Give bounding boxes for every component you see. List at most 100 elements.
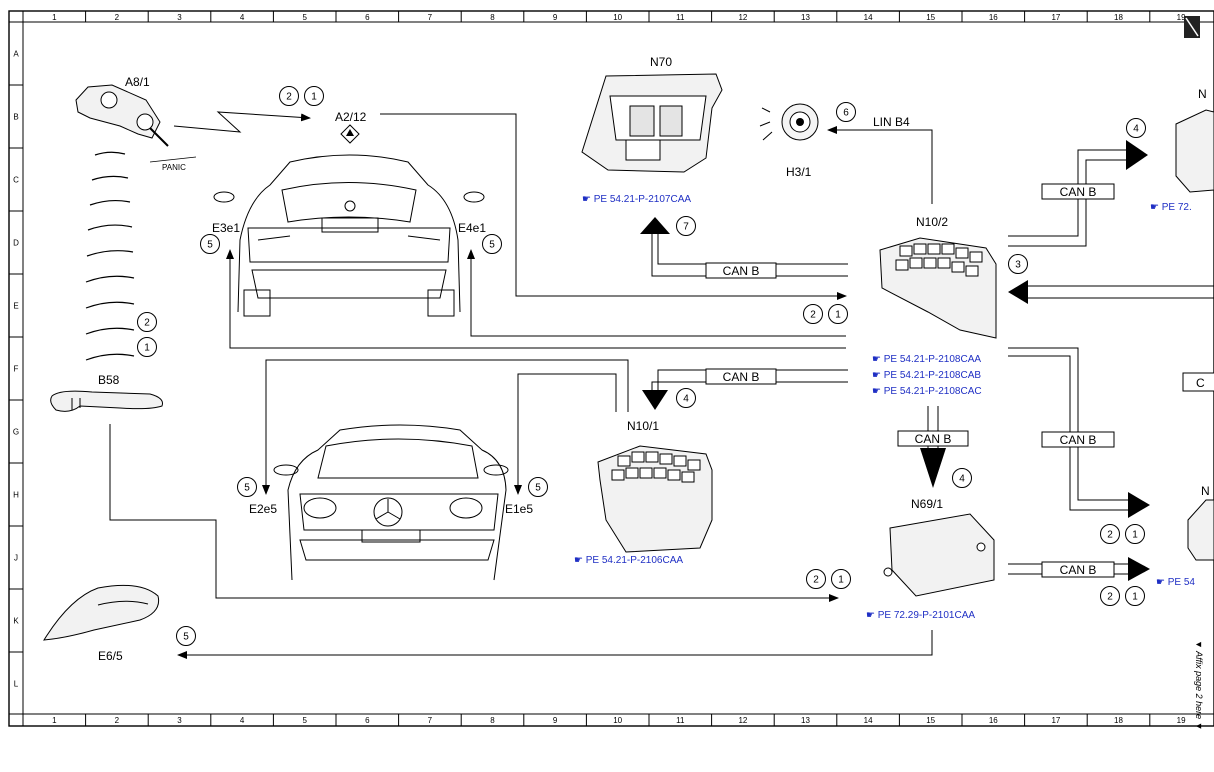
column-label: 17 xyxy=(1051,716,1060,725)
svg-text:2: 2 xyxy=(286,92,292,103)
affix-note: ▼ Affix page 2 here ▼ xyxy=(1194,640,1204,731)
svg-text:3: 3 xyxy=(1015,260,1021,271)
row-label: C xyxy=(13,176,19,185)
ref-n10-2-c: ☛ PE 54.21-P-2108CAC xyxy=(872,386,982,397)
callout-4: 4 xyxy=(676,388,696,408)
drawing-frame xyxy=(8,10,1214,727)
label-a2-12: A2/12 xyxy=(335,110,367,124)
row-label: E xyxy=(13,302,18,311)
callout-2: 2 xyxy=(137,312,157,332)
callout-1: 1 xyxy=(828,304,848,324)
svg-text:4: 4 xyxy=(683,394,689,405)
column-label: 3 xyxy=(177,716,182,725)
ref-right-top: ☛ PE 72. xyxy=(1150,202,1192,213)
svg-text:7: 7 xyxy=(683,222,689,233)
vehicle-front-view xyxy=(273,424,509,581)
svg-text:4: 4 xyxy=(1133,124,1139,135)
callout-5: 5 xyxy=(176,626,196,646)
column-label: 6 xyxy=(365,716,370,725)
label-partial-mid: N xyxy=(1201,484,1210,498)
callout-1: 1 xyxy=(831,569,851,589)
signal-lines xyxy=(109,113,933,659)
column-label: 16 xyxy=(989,716,998,725)
column-label: 4 xyxy=(240,716,245,725)
svg-text:1: 1 xyxy=(311,92,317,103)
label-e3e1: E3e1 xyxy=(212,221,240,235)
vehicle-rear-view xyxy=(213,154,485,317)
column-label: 1 xyxy=(52,13,57,22)
label-n10-1: N10/1 xyxy=(627,419,659,433)
label-panic: PANIC xyxy=(162,163,186,172)
column-label: 13 xyxy=(801,716,810,725)
svg-text:1: 1 xyxy=(835,310,841,321)
column-label: 18 xyxy=(1114,716,1123,725)
callout-5: 5 xyxy=(482,234,502,254)
svg-text:5: 5 xyxy=(489,240,495,251)
column-label: 7 xyxy=(428,13,433,22)
column-label: 2 xyxy=(115,716,120,725)
ref-n10-1: ☛ PE 54.21-P-2106CAA xyxy=(574,555,683,566)
svg-text:4: 4 xyxy=(959,474,965,485)
callout-5: 5 xyxy=(237,477,257,497)
callout-2: 2 xyxy=(1100,586,1120,606)
callout-5: 5 xyxy=(200,234,220,254)
buzzer-h3-1 xyxy=(759,103,819,141)
label-partial-c: C xyxy=(1196,376,1205,390)
row-label: B xyxy=(13,113,18,122)
label-b58: B58 xyxy=(98,373,120,387)
can-bus-pipes xyxy=(640,140,1214,581)
callout-2: 2 xyxy=(806,569,826,589)
row-label: K xyxy=(13,617,19,626)
control-unit-n10-2 xyxy=(879,237,997,339)
svg-text:2: 2 xyxy=(810,310,816,321)
svg-text:1: 1 xyxy=(838,575,844,586)
callout-1: 1 xyxy=(304,86,324,106)
column-label: 3 xyxy=(177,13,182,22)
partial-unit-mid-right xyxy=(1187,499,1214,561)
ref-right-bottom: ☛ PE 54 xyxy=(1156,577,1195,588)
svg-text:2: 2 xyxy=(1107,530,1113,541)
svg-text:1: 1 xyxy=(1132,530,1138,541)
svg-text:1: 1 xyxy=(144,343,150,354)
label-e2e5: E2e5 xyxy=(249,502,277,516)
callout-2: 2 xyxy=(1100,524,1120,544)
can-b-label-n70: CAN B xyxy=(705,262,777,279)
column-ruler: 1122334455667788991010111112121313141415… xyxy=(52,11,1186,726)
svg-text:2: 2 xyxy=(1107,592,1113,603)
label-e6-5: E6/5 xyxy=(98,649,123,663)
remote-key-a8-1 xyxy=(75,84,169,147)
column-label: 13 xyxy=(801,13,810,22)
column-label: 12 xyxy=(738,13,747,22)
ref-n70: ☛ PE 54.21-P-2107CAA xyxy=(582,194,691,205)
column-label: 9 xyxy=(553,13,558,22)
column-label: 4 xyxy=(240,13,245,22)
ir-signal-arcs xyxy=(85,151,135,361)
column-label: 8 xyxy=(490,716,495,725)
row-label: G xyxy=(13,428,19,437)
callout-5: 5 xyxy=(528,477,548,497)
label-e1e5: E1e5 xyxy=(505,502,533,516)
callout-4: 4 xyxy=(952,468,972,488)
column-label: 1 xyxy=(52,716,57,725)
column-label: 9 xyxy=(553,716,558,725)
control-unit-n10-1 xyxy=(597,445,713,553)
door-handle-b58 xyxy=(50,390,163,412)
svg-text:6: 6 xyxy=(843,108,849,119)
ref-n69-1: ☛ PE 72.29-P-2101CAA xyxy=(866,610,975,621)
column-label: 6 xyxy=(365,13,370,22)
label-n10-2: N10/2 xyxy=(916,215,948,229)
callout-1: 1 xyxy=(1125,586,1145,606)
label-h3-1: H3/1 xyxy=(786,165,812,179)
label-n70: N70 xyxy=(650,55,672,69)
column-label: 8 xyxy=(490,13,495,22)
svg-text:CAN B: CAN B xyxy=(1060,433,1097,447)
ref-n10-2-a: ☛ PE 54.21-P-2108CAA xyxy=(872,354,981,365)
svg-text:5: 5 xyxy=(244,483,250,494)
column-label: 19 xyxy=(1177,13,1186,22)
column-label: 11 xyxy=(676,716,685,725)
label-a8-1: A8/1 xyxy=(125,75,150,89)
callout-1: 1 xyxy=(1125,524,1145,544)
column-label: 16 xyxy=(989,13,998,22)
